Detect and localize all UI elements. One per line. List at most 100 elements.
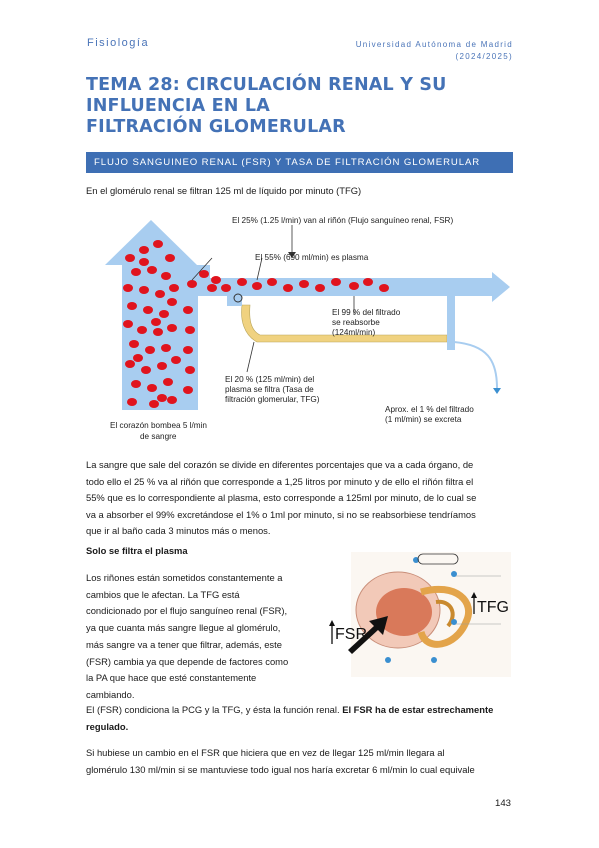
label-reabsorbe-3: (124ml/min) [332,328,375,337]
page-title: TEMA 28: CIRCULACIÓN RENAL Y SU INFLUENC… [86,75,516,138]
annotation-bubble-1 [413,557,419,563]
label-corazon-2: de sangre [140,432,177,441]
blood-cell [167,324,177,332]
nephron-illustration: FSR TFG [329,552,511,677]
paragraph-2-line: cambios que le afectan. La TFG está [86,588,240,600]
glomerulus-cluster [376,588,432,636]
paragraph-1-line: todo ello el 25 % va al riñón que corres… [86,475,474,487]
blood-cell [349,282,359,290]
blood-cell [147,384,157,392]
label-excreta-2: (1 ml/min) se excreta [385,415,462,424]
blood-cell [129,340,139,348]
paragraph-3-bold: El FSR ha de estar estrechamente [342,704,494,715]
glomerulus-icon [233,293,243,303]
blood-cell [143,306,153,314]
paragraph-1-line: va a absorber el 99% excretándose el 1% … [86,508,476,520]
paragraph-2-line: más sangre va a tener que filtrar, ademá… [86,638,282,650]
label-tfg-2: plasma se filtra (Tasa de [225,385,314,394]
blood-cell [165,254,175,262]
blood-cell [185,326,195,334]
blood-cell [252,282,262,290]
paragraph-2-line: la PA que hace que esté constantemente [86,672,257,684]
blood-cell [151,318,161,326]
blood-cell [163,378,173,386]
header-subject: Fisiología [87,37,150,49]
blood-cell [283,284,293,292]
blood-cell [199,270,209,278]
paragraph-1-line: La sangre que sale del corazón se divide… [86,459,474,470]
pointer-plasma [256,257,263,281]
annotation-bubble-3 [451,619,457,625]
tfg-up-arrowhead [471,592,477,598]
blood-cell [139,246,149,254]
section-heading: FLUJO SANGUINEO RENAL (FSR) Y TASA DE FI… [86,152,513,189]
paragraph-3: El (FSR) condiciona la PCG y la TFG, y é… [86,702,493,735]
blood-cell [139,258,149,266]
tubule-coil [417,585,473,648]
blood-cell [169,284,179,292]
blood-cell [141,366,151,374]
label-plasma: El 55% (690 ml/min) es plasma [255,253,369,262]
annotation-bubble-2 [451,571,457,577]
blood-cell [155,290,165,298]
blood-cell [183,346,193,354]
pointer-tfg [246,341,255,373]
paragraph-3-line2: regulado. [86,720,129,732]
blood-cell [147,266,157,274]
paragraph-4: Si hubiese un cambio en el FSR que hicie… [86,745,475,778]
label-corazon-1: El corazón bombea 5 l/min [110,421,207,430]
excretion-arrow [493,388,501,394]
annotation-bubble-4 [385,657,391,663]
blood-cell [221,284,231,292]
label-tfg-1: El 20 % (125 ml/min) del [225,375,314,384]
header-university-name: Universidad Autónoma de Madrid [355,40,513,49]
blood-cell [171,356,181,364]
paragraph-2-line: Los riñones están sometidos constantemen… [86,572,283,583]
blood-cell [315,284,325,292]
page-title-line2: FILTRACIÓN GLOMERULAR [86,117,346,137]
paragraph-4-line: Si hubiese un cambio en el FSR que hicie… [86,747,445,758]
blood-cell [149,400,159,408]
label-fsr: El 25% (1.25 l/min) van al riñón (Flujo … [232,216,453,225]
blood-cell [127,302,137,310]
label-excreta-1: Aprox. el 1 % del filtrado [385,405,474,414]
blood-cell [153,328,163,336]
blood-cell [123,320,133,328]
fsr-up-arrowhead [329,620,335,626]
blood-cell [159,310,169,318]
pointer-fsr-head [288,252,296,258]
fsr-arrow-icon [348,616,388,654]
blood-cell [133,354,143,362]
paragraph-2-line: ya que cuanta más sangre llegue al glomé… [86,622,281,634]
excretion-tube [453,341,498,389]
blood-cell [187,280,197,288]
paragraph-2-line: (FSR) cambia ya que depende de factores … [86,655,289,667]
blood-cell [211,276,221,284]
label-reabsorbe-2: se reabsorbe [332,318,380,327]
blood-cell [125,360,135,368]
blood-cell [139,286,149,294]
blood-cell [131,380,141,388]
blood-cell [167,298,177,306]
paragraph-3-text: El (FSR) condiciona la PCG y la TFG, y é… [86,704,343,715]
paragraph-1-line: que ir al baño cada 3 minutos más o meno… [86,525,271,536]
header-year: (2024/2025) [455,52,513,61]
paragraph-3-line1: El (FSR) condiciona la PCG y la TFG, y é… [86,702,493,719]
blood-cell [131,268,141,276]
blood-cell [331,278,341,286]
paragraph-1: La sangre que sale del corazón se divide… [86,457,476,540]
label-tfg-3: filtración glomerular, TFG) [225,395,320,404]
blood-cell [161,272,171,280]
blood-cell [363,278,373,286]
blood-cell [125,254,135,262]
blood-cell [299,280,309,288]
blood-cell [123,284,133,292]
blood-cell [379,284,389,292]
intro-text: En el glomérulo renal se filtran 125 ml … [86,185,362,196]
page-number: 143 [494,798,511,809]
blood-cells [123,240,389,408]
renal-flow-diagram: El 25% (1.25 l/min) van al riñón (Flujo … [105,216,510,441]
blood-cell [207,284,217,292]
subheading: Solo se filtra el plasma [86,545,188,556]
blood-cell [145,346,155,354]
